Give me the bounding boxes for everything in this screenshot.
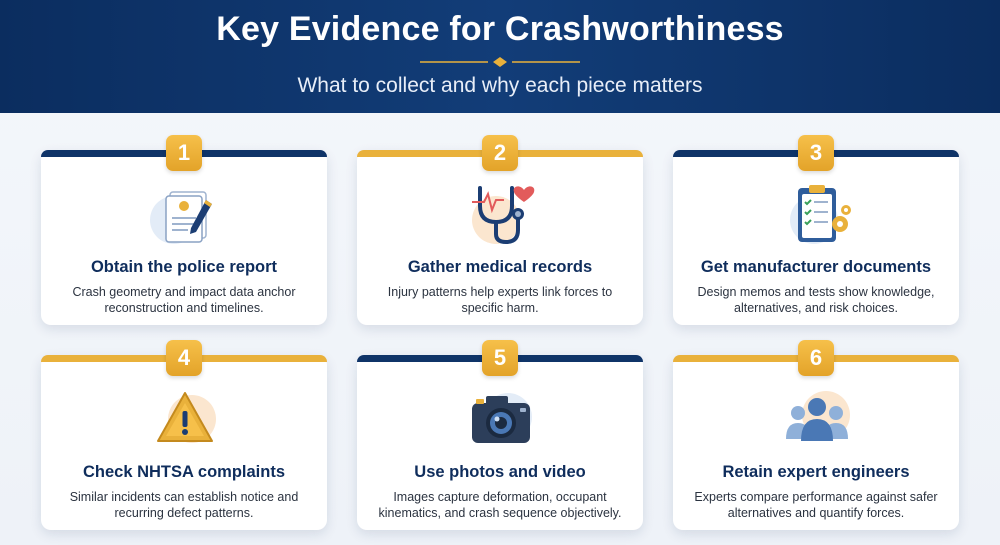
card-description: Injury patterns help experts link forces…: [387, 285, 613, 315]
card-title: Obtain the police report: [90, 258, 278, 276]
camera-icon: [460, 383, 542, 453]
page-subtitle: What to collect and why each piece matte…: [297, 74, 703, 97]
police-report-icon: [144, 178, 226, 248]
ornament-divider: [420, 57, 580, 67]
step-number-badge: 2: [482, 135, 518, 171]
evidence-card-manufacturer-documents: 3 Get manufacturer documents Design memo…: [673, 135, 959, 325]
card-description: Images capture deformation, occupant kin…: [378, 490, 622, 520]
card-title: Retain expert engineers: [722, 463, 910, 481]
card-description: Experts compare performance against safe…: [694, 490, 938, 520]
step-number-badge: 3: [798, 135, 834, 171]
card-description: Design memos and tests show knowledge, a…: [697, 285, 935, 315]
step-number-badge: 1: [166, 135, 202, 171]
people-group-icon: [776, 383, 858, 453]
clipboard-checklist-icon: [776, 178, 858, 248]
header-banner: Key Evidence for Crashworthiness What to…: [0, 0, 1000, 113]
evidence-card-photos-video: 5 Use photos and video Images capture de…: [357, 340, 643, 530]
card-title: Use photos and video: [414, 463, 586, 481]
evidence-card-expert-engineers: 6 Retain expert engineers Experts compar…: [673, 340, 959, 530]
step-number-badge: 4: [166, 340, 202, 376]
page-title: Key Evidence for Crashworthiness: [216, 10, 784, 48]
step-number-badge: 6: [798, 340, 834, 376]
warning-triangle-icon: [144, 383, 226, 453]
card-title: Get manufacturer documents: [700, 258, 932, 276]
step-number-badge: 5: [482, 340, 518, 376]
card-title: Check NHTSA complaints: [82, 463, 285, 481]
card-description: Similar incidents can establish notice a…: [69, 490, 299, 520]
evidence-card-medical-records: 2 Gather medical records Injury patterns…: [357, 135, 643, 325]
card-title: Gather medical records: [407, 258, 593, 276]
card-description: Crash geometry and impact data anchor re…: [72, 285, 296, 315]
stethoscope-icon: [460, 178, 542, 248]
evidence-card-nhtsa-complaints: 4 Check NHTSA complaints Similar inciden…: [41, 340, 327, 530]
evidence-card-police-report: 1 Obtain the police report Crash geometr…: [41, 135, 327, 325]
